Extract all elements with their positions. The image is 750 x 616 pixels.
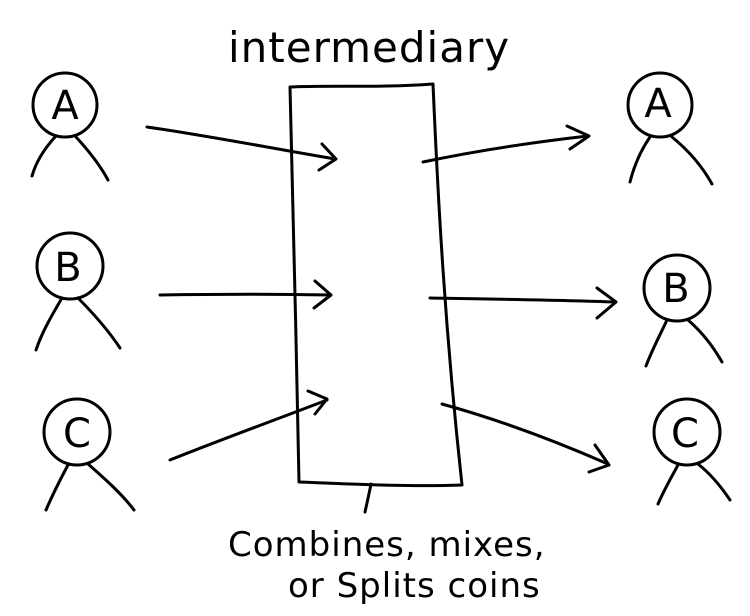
receiver-a-head [626,71,694,139]
receiver-c-head [652,397,722,467]
intermediary-title: intermediary [228,23,510,72]
receiver-a-label: A [644,81,672,127]
receiver-b-body-right [686,318,724,364]
intermediary-box [288,82,464,488]
sender-c-body-left [44,463,70,512]
sender-b: B [34,231,122,352]
sender-b-label: B [54,245,81,291]
sender-c-body-right [86,462,136,512]
arrow-a-in [145,125,338,172]
receiver-b-head [642,253,712,323]
receiver-a-body-left [628,135,652,184]
receiver-b-body-left [644,318,669,368]
arrow-b-in [158,279,333,310]
sender-c: C [42,397,136,512]
sender-c-label: C [63,411,91,457]
note-line-2: or Splits coins [288,566,541,606]
sender-b-body-left [34,296,64,352]
sender-b-head [35,231,105,301]
sender-a-body-left [30,135,57,178]
receiver-c-body-right [696,462,732,502]
receiver-a: A [626,71,714,186]
arrow-a-out [421,124,591,164]
sender-a: A [30,71,110,182]
receiver-b: B [642,253,724,368]
sender-c-head [42,397,112,467]
arrow-c-in [168,389,329,462]
sender-b-body-right [76,296,122,350]
receiver-c-label: C [671,411,699,457]
sender-a-head [31,71,99,139]
receiver-c-body-left [656,463,680,506]
receiver-c: C [652,397,732,506]
sender-a-body-right [74,135,110,182]
note-line-1: Combines, mixes, [228,525,546,565]
sender-a-label: A [51,83,79,129]
receiver-a-body-right [670,135,714,186]
arrow-b-out [428,286,618,320]
arrow-c-out [440,402,611,474]
receiver-b-label: B [662,266,689,312]
note-connector [363,482,373,514]
